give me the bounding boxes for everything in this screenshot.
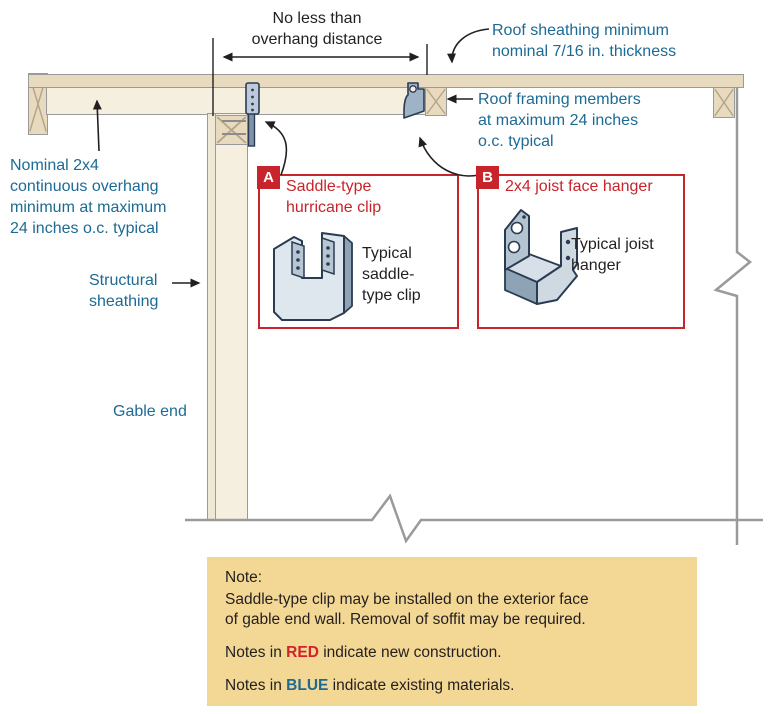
dimension-label: No less than overhang distance [227,8,407,50]
floor-break-line [185,493,763,544]
wall-top-plate-section [215,115,248,145]
label-roof-sheathing-line1: Roof sheathing minimum [492,22,669,39]
label-overhang-2x4: Nominal 2x4 continuous overhang minimum … [10,155,166,239]
label-roof-framing-line1: Roof framing members [478,91,641,108]
end-grain-x-icon [714,88,734,117]
dimension-label-line2: overhang distance [251,31,383,48]
callout-b-caption-line2: hanger [571,257,621,274]
callout-a-title-line2: hurricane clip [286,199,382,216]
note-body: Saddle-type clip may be installed on the… [225,590,697,630]
callout-a-caption: Typical saddle- type clip [362,243,421,306]
note-legend-blue-word: BLUE [286,677,329,694]
label-overhang-line1: Nominal 2x4 [10,157,99,174]
joist-hanger-illustration [504,209,578,305]
end-grain-x-icon [216,116,247,144]
roof-sheathing-board [28,74,744,88]
note-legend-blue-suffix: indicate existing materials. [328,677,515,694]
label-structural-line2: sheathing [89,293,159,310]
note-legend-red: Notes in RED indicate new construction. [225,643,697,663]
saddle-clip-illustration [273,232,353,321]
callout-a-caption-line3: type clip [362,287,421,304]
callout-a-title: Saddle-type hurricane clip [286,176,381,218]
callout-a-caption-line2: saddle- [362,266,415,283]
callout-b-title-text: 2x4 joist face hanger [505,178,653,195]
callout-a-title-line1: Saddle-type [286,178,372,195]
callout-b-title: 2x4 joist face hanger [505,176,653,197]
label-roof-sheathing: Roof sheathing minimum nominal 7/16 in. … [492,20,676,62]
gable-wall [215,113,248,521]
label-overhang-line2: continuous overhang [10,178,159,195]
label-gable-end: Gable end [113,401,187,422]
note-body-line2: of gable end wall. Removal of soffit may… [225,611,586,628]
note-body-line1: Saddle-type clip may be installed on the… [225,591,589,608]
leader-roof-sheathing [447,28,490,64]
label-roof-framing-line2: at maximum 24 inches [478,112,639,129]
end-grain-x-icon [426,88,446,115]
callout-b-caption-line1: Typical joist [571,236,654,253]
label-roof-framing-line3: o.c. typical [478,133,554,150]
note-legend-blue: Notes in BLUE indicate existing material… [225,676,697,696]
label-roof-sheathing-line2: nominal 7/16 in. thickness [492,43,677,60]
label-overhang-line4: 24 inches o.c. typical [10,220,159,237]
note-legend-red-suffix: indicate new construction. [318,644,502,661]
callout-a-badge: A [257,166,280,189]
label-overhang-line3: minimum at maximum [10,199,167,216]
label-structural-line1: Structural [89,272,158,289]
label-structural-sheathing: Structural sheathing [89,270,158,312]
note-legend-red-prefix: Notes in [225,644,287,661]
note-box: Note: Saddle-type clip may be installed … [207,557,697,706]
roof-framing-member-section-right [713,87,735,118]
note-legend-blue-prefix: Notes in [225,677,287,694]
note-heading: Note: [225,569,263,586]
callout-b-badge: B [476,166,499,189]
wall-break-line [713,88,753,545]
overhang-beam [46,87,427,115]
label-roof-framing: Roof framing members at maximum 24 inche… [478,89,641,152]
label-gable-end-text: Gable end [113,403,187,420]
roof-framing-member-section [425,87,447,116]
dimension-label-line1: No less than [272,10,362,27]
callout-b-caption: Typical joist hanger [571,234,654,276]
callout-a-caption-line1: Typical [362,245,412,262]
note-legend-red-word: RED [286,644,319,661]
